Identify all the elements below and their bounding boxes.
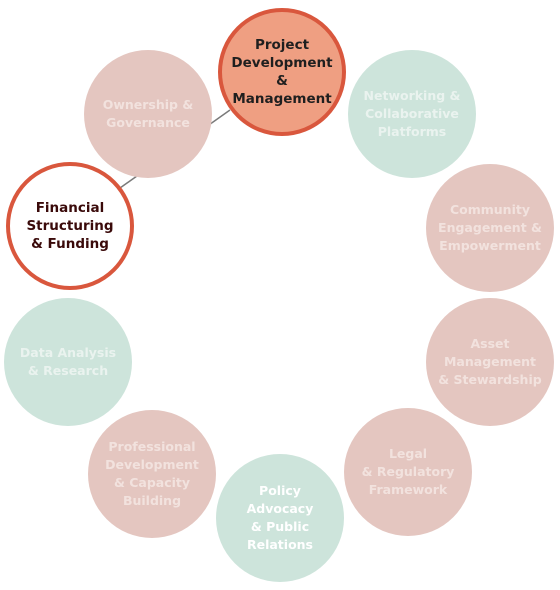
node-label: Asset Management & Stewardship [438, 336, 542, 387]
node-label: Professional Development & Capacity Buil… [105, 439, 199, 508]
node-project-development[interactable]: Project Development & Management [218, 8, 346, 136]
node-community-engagement[interactable]: Community Engagement & Empowerment [426, 164, 554, 292]
node-networking[interactable]: Networking & Collaborative Platforms [348, 50, 476, 178]
node-financial-structuring[interactable]: Financial Structuring & Funding [6, 162, 134, 290]
node-label: Legal & Regulatory Framework [361, 446, 455, 497]
node-label: Financial Structuring & Funding [26, 200, 114, 252]
node-label: Policy Advocacy & Public Relations [246, 483, 314, 552]
node-legal-regulatory[interactable]: Legal & Regulatory Framework [344, 408, 472, 536]
node-label: Data Analysis & Research [19, 345, 117, 378]
node-label: Ownership & Governance [102, 97, 194, 130]
node-asset-management[interactable]: Asset Management & Stewardship [426, 298, 554, 426]
node-label: Networking & Collaborative Platforms [363, 88, 461, 139]
node-data-analysis[interactable]: Data Analysis & Research [4, 298, 132, 426]
node-label: Community Engagement & Empowerment [438, 202, 542, 253]
node-policy-advocacy[interactable]: Policy Advocacy & Public Relations [216, 454, 344, 582]
node-ownership-governance[interactable]: Ownership & Governance [84, 50, 212, 178]
node-label: Project Development & Management [231, 37, 333, 107]
node-professional-development[interactable]: Professional Development & Capacity Buil… [88, 410, 216, 538]
